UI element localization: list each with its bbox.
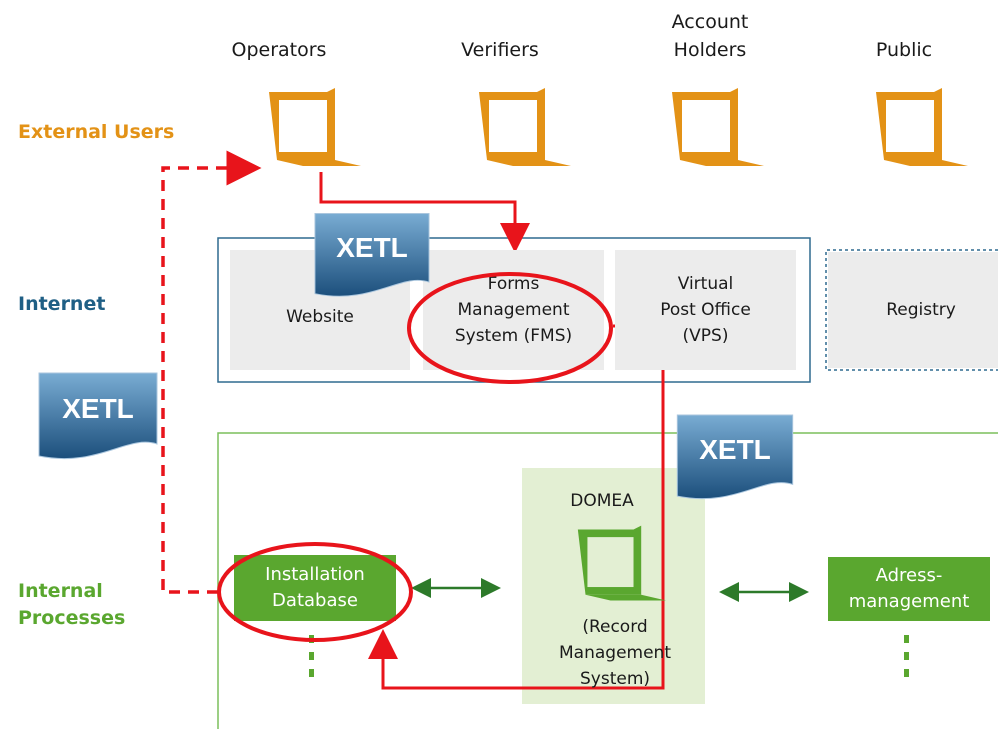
xetl-label: XETL: [699, 434, 771, 465]
domea-title: DOMEA: [570, 491, 634, 511]
xetl-label: XETL: [336, 232, 408, 263]
adress-label-line: management: [848, 591, 970, 612]
dots-adress: [904, 635, 909, 677]
record-management-caption: (Record Management System): [530, 614, 700, 692]
xetl-document-2: XETL: [314, 212, 430, 300]
document-icon: [676, 414, 794, 500]
monitor-icon[interactable]: [574, 524, 670, 604]
user-label-account-holders-1: Account: [671, 11, 749, 33]
user-label-account-holders-2: Holders: [673, 39, 747, 61]
xetl-label: XETL: [62, 393, 134, 424]
rms-caption-line: System): [579, 669, 651, 689]
user-label-verifiers: Verifiers: [461, 39, 539, 61]
dots-installation: [309, 635, 314, 677]
rms-caption-line: (Record: [582, 617, 648, 637]
vps-label-line: (VPS): [682, 326, 729, 346]
registry-frame: [825, 249, 998, 371]
registry-box[interactable]: Registry: [828, 252, 998, 368]
monitor-icon[interactable]: [872, 88, 972, 168]
adress-label-line: Adress-: [875, 565, 943, 586]
rms-caption-line: Management: [559, 643, 671, 663]
website-box[interactable]: Website: [230, 250, 410, 370]
fms-label-line: System (FMS): [454, 326, 573, 346]
row-label-internet: Internet: [18, 293, 106, 315]
adress-management-label: Adress- management: [849, 563, 970, 615]
vps-label-line: Post Office: [660, 300, 751, 320]
installation-database-box[interactable]: Installation Database: [234, 555, 396, 621]
vps-box[interactable]: Virtual Post Office (VPS): [615, 250, 796, 370]
registry-label: Registry: [886, 300, 956, 320]
row-label-internal-2: Processes: [18, 607, 126, 629]
flow-operators-fms: [319, 172, 530, 253]
monitor-icon[interactable]: [475, 88, 575, 168]
installation-label-line: Installation: [265, 564, 365, 585]
vps-label: Virtual Post Office (VPS): [660, 271, 751, 349]
fms-label: Forms Management System (FMS): [455, 271, 572, 349]
xetl-label-wrap: XETL: [38, 372, 158, 462]
vps-label-line: Virtual: [677, 274, 734, 294]
xetl-document-3: XETL: [676, 414, 794, 502]
fms-box[interactable]: Forms Management System (FMS): [423, 250, 604, 370]
adress-management-box[interactable]: Adress- management: [828, 557, 990, 621]
installation-label-line: Database: [272, 590, 358, 611]
monitor-icon[interactable]: [668, 88, 768, 168]
fms-label-line: Forms: [487, 274, 540, 294]
website-label: Website: [286, 307, 354, 327]
xetl-label-wrap: XETL: [676, 414, 794, 502]
user-label-operators: Operators: [231, 39, 327, 61]
user-label-public: Public: [875, 39, 933, 61]
document-icon: [314, 212, 430, 297]
row-label-external-users: External Users: [18, 121, 175, 143]
row-label-internal-1: Internal: [18, 580, 103, 602]
monitor-icon[interactable]: [265, 88, 365, 168]
xetl-label-wrap: XETL: [314, 212, 430, 300]
document-icon: [38, 372, 158, 460]
xetl-document-1: XETL: [38, 372, 158, 462]
installation-database-label: Installation Database: [265, 562, 365, 614]
fms-label-line: Management: [457, 300, 570, 320]
flow-installation-operators: [161, 150, 262, 594]
